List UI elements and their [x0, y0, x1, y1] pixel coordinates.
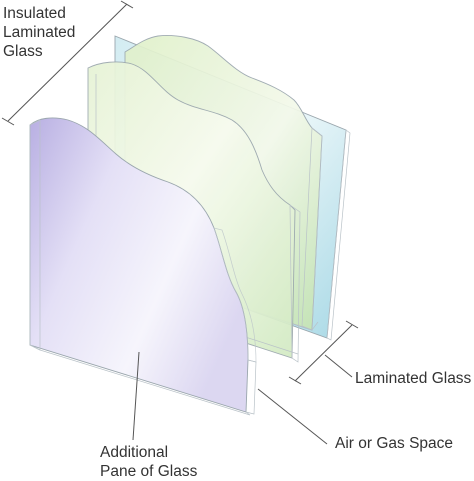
- insulated-line-1: Insulated: [3, 5, 66, 22]
- additional-line-1: Additional: [100, 444, 169, 461]
- additional-line-2: Pane of Glass: [100, 463, 198, 480]
- insulated-line-2: Laminated: [3, 24, 76, 41]
- front-purple-pane: [29, 117, 257, 416]
- laminated-glass-text: Laminated Glass: [355, 370, 472, 387]
- additional-pane-leader: [132, 351, 140, 441]
- air-space-leader: [257, 388, 328, 445]
- additional-pane-label: Additional Pane of Glass: [100, 443, 197, 481]
- laminated-glass-label: Laminated Glass: [355, 369, 471, 388]
- air-gas-space-label: Air or Gas Space: [335, 434, 453, 453]
- air-gas-space-text: Air or Gas Space: [335, 435, 454, 452]
- insulated-bracket: [1, 0, 134, 126]
- insulated-laminated-glass-label: Insulated Laminated Glass: [3, 4, 75, 61]
- insulated-line-3: Glass: [3, 43, 43, 60]
- laminated-bracket: [288, 320, 359, 385]
